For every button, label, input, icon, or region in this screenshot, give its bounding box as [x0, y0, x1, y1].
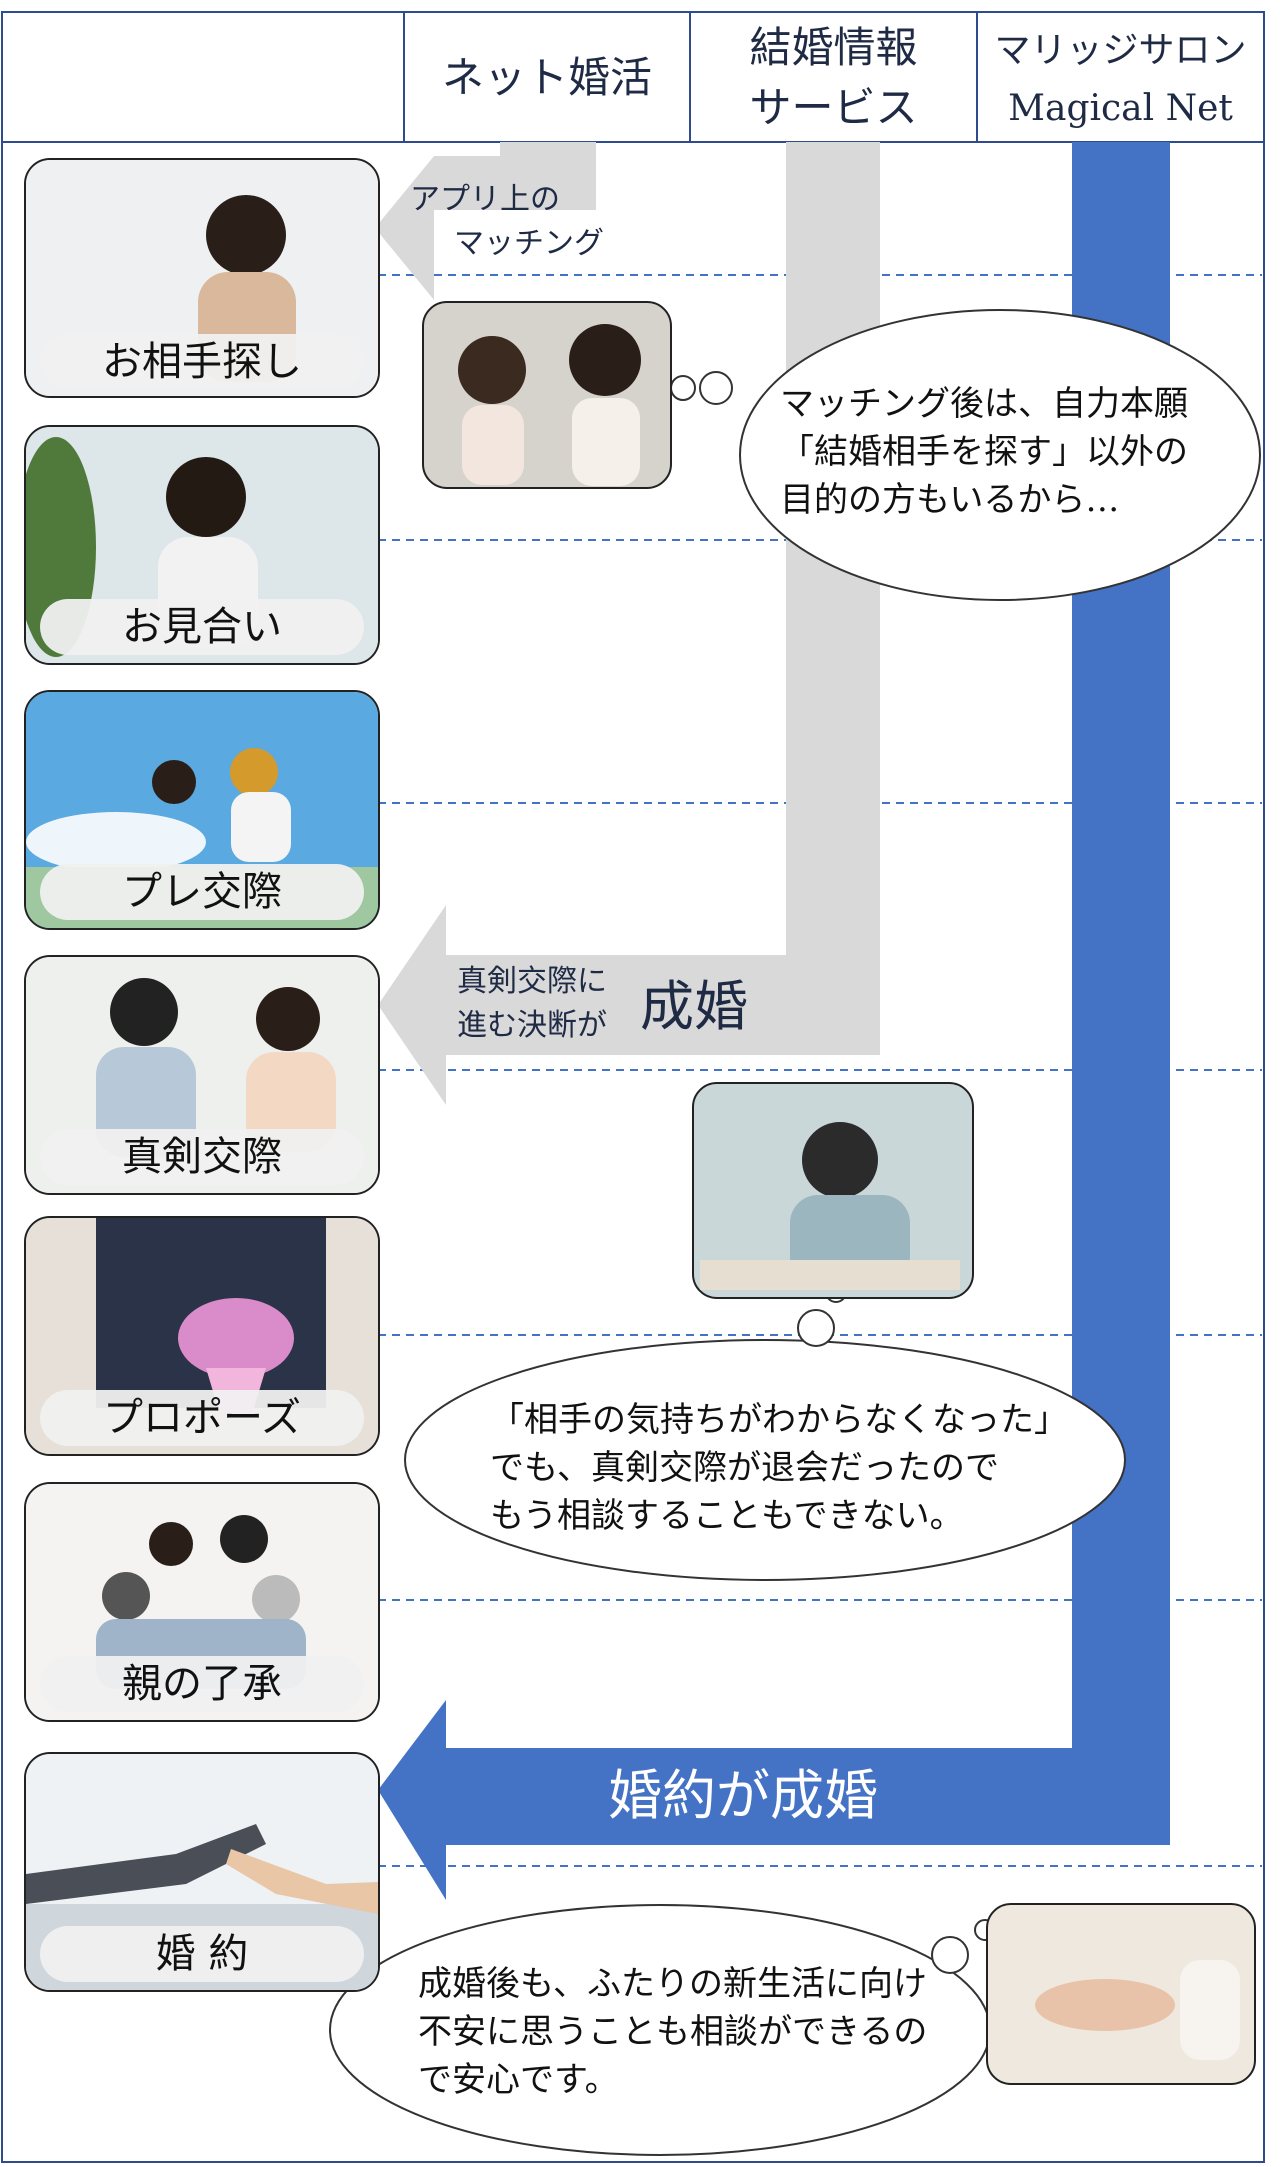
cloud-1-line3: 目的の方もいるから…	[780, 480, 1120, 520]
net-arrow-label: アプリ上の マッチング	[410, 178, 604, 266]
magical-arrow-label: 婚約が成婚	[608, 1764, 878, 1827]
header-net-konkatsu: ネット婚活	[441, 53, 652, 102]
thought-cloud-2	[404, 1255, 1126, 1581]
cloud-1-line1: マッチング後は、自力本願	[780, 384, 1188, 424]
info-arrow-label: 真剣交際に 進む決断が	[457, 960, 607, 1048]
photo-troubled-man	[692, 1082, 974, 1299]
net-arrow	[375, 142, 596, 300]
stage-label-serious-dating: 真剣交際	[40, 1129, 364, 1185]
header-info-service-line1: 結婚情報	[749, 23, 918, 72]
cloud-1-line2: 「結婚相手を探す」以外の	[780, 432, 1188, 472]
info-arrow-line1: 真剣交際に	[457, 964, 607, 999]
stage-label-proposal: プロポーズ	[40, 1390, 364, 1446]
cloud-2-line2: でも、真剣交際が退会だったので	[490, 1448, 999, 1488]
stage-label-partner-search: お相手探し	[40, 334, 364, 390]
cloud-2-line3: もう相談することもできない。	[490, 1496, 964, 1536]
net-arrow-line1: アプリ上の	[410, 182, 560, 217]
cloud-2-text: 「相手の気持ちがわからなくなった」 でも、真剣交際が退会だったので もう相談する…	[490, 1396, 1068, 1540]
stage-label-engagement: 婚 約	[40, 1926, 364, 1982]
stage-card-proposal: プロポーズ	[24, 1216, 380, 1456]
info-service-arrow	[378, 142, 880, 1105]
header-info-service: 結婚情報 サービス	[690, 18, 977, 138]
cloud-3-line2: 不安に思うことも相談ができるの	[418, 2012, 928, 2052]
cloud-2-line1: 「相手の気持ちがわからなくなった」	[490, 1400, 1068, 1440]
header-magical-line1: マリッジサロン	[994, 30, 1247, 71]
cloud-3-text: 成婚後も、ふたりの新生活に向け 不安に思うことも相談ができるの で安心です。	[418, 1960, 927, 2104]
cloud-1-text: マッチング後は、自力本願 「結婚相手を探す」以外の 目的の方もいるから…	[780, 380, 1188, 524]
net-arrow-line2: マッチング	[454, 226, 604, 261]
stage-card-partner-search: お相手探し	[24, 158, 380, 398]
stage-label-omiai: お見合い	[40, 599, 364, 655]
stage-label-pre-dating: プレ交際	[40, 864, 364, 920]
info-arrow-big: 成婚	[640, 975, 748, 1038]
header-info-service-line2: サービス	[749, 83, 918, 132]
outer-border	[1, 11, 1265, 2163]
info-arrow-line2: 進む決断が	[457, 1008, 607, 1043]
stage-card-omiai: お見合い	[24, 425, 380, 665]
header-magical-line2: Magical Net	[1008, 88, 1233, 129]
cloud-3-line1: 成婚後も、ふたりの新生活に向け	[418, 1964, 927, 2004]
photo-hands	[986, 1903, 1256, 2085]
stage-card-serious-dating: 真剣交際	[24, 955, 380, 1195]
stage-label-parents-approval: 親の了承	[40, 1656, 364, 1712]
stage-card-engagement: 婚 約	[24, 1752, 380, 1992]
header-magical-net: マリッジサロン Magical Net	[977, 22, 1264, 138]
stage-card-parents-approval: 親の了承	[24, 1482, 380, 1722]
photo-women-cafe	[422, 301, 672, 489]
magical-net-arrow	[378, 142, 1170, 1900]
cloud-3-line3: で安心です。	[418, 2060, 619, 2100]
stage-card-pre-dating: プレ交際	[24, 690, 380, 930]
